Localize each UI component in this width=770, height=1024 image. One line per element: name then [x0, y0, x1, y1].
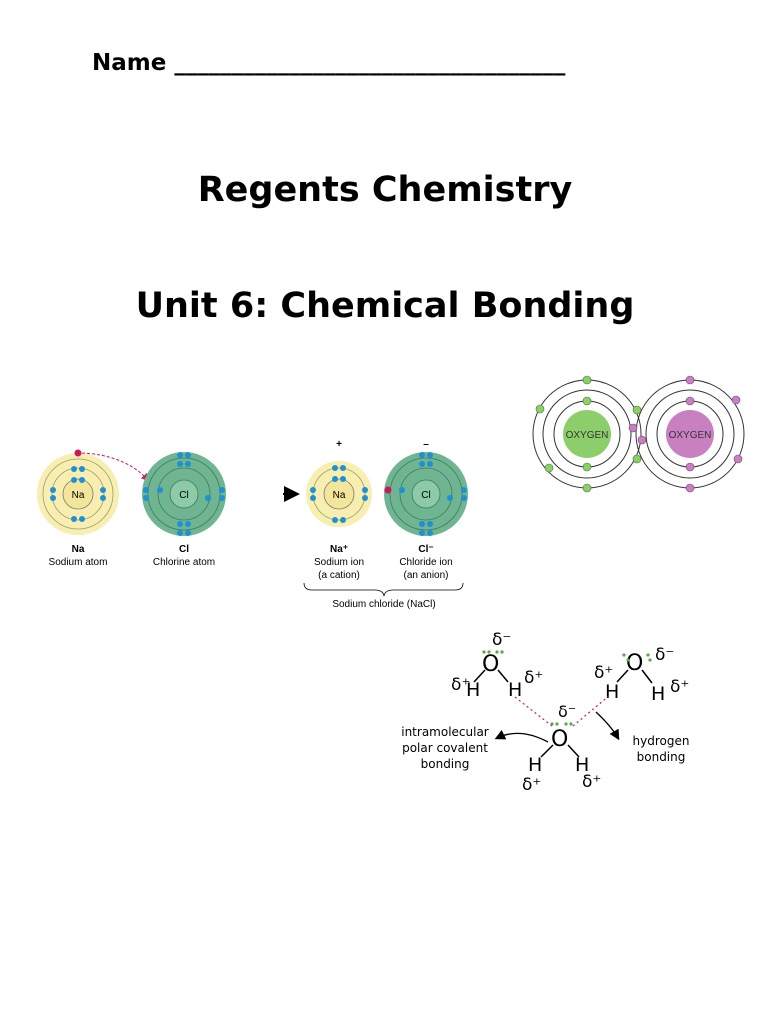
w2-right-hydrogen: H [651, 683, 665, 705]
w2-left-hydrogen: H [605, 681, 619, 703]
name-blank: __________________________________ [174, 50, 566, 76]
sodium-ion-electrons [310, 465, 368, 523]
sodium-ion-name: Na⁺ [330, 544, 348, 555]
chloride-ion-electrons [399, 452, 467, 536]
sodium-atom-name: Na [72, 544, 85, 555]
name-label: Name [92, 50, 167, 76]
sodium-atom-caption: Sodium atom [49, 557, 108, 568]
sodium-symbol: Na [72, 490, 85, 501]
hydrogen-bonding-arrow [595, 711, 620, 741]
w1-left-hydrogen: H [466, 679, 480, 701]
chlorine-electrons [143, 452, 225, 536]
w3-right-hydrogen: H [575, 754, 589, 776]
oxygen-left-electrons [535, 375, 642, 493]
chlorine-atom-name: Cl [179, 544, 189, 555]
compound-brace [303, 582, 464, 597]
w1-left-delta-plus: δ⁺ [451, 675, 470, 695]
chloride-ion-caption: Chloride ion [399, 557, 452, 568]
chloride-ion-name: Cl⁻ [418, 544, 433, 555]
oxygen-right-nucleus [666, 410, 714, 458]
w1-right-hydrogen: H [508, 679, 522, 701]
chlorine-atom-caption: Chlorine atom [153, 557, 215, 568]
w3-left-hydrogen: H [528, 754, 542, 776]
water-hydrogen-bonding-diagram: δ⁻ O δ⁺ H H δ⁺ O δ⁻ δ⁺ H H δ⁺ δ⁻ O H H δ… [401, 630, 689, 795]
w1-right-delta-plus: δ⁺ [524, 668, 543, 688]
w1-delta-minus: δ⁻ [492, 630, 511, 650]
oxygen-right-label: OXYGEN [669, 430, 712, 441]
compound-label: Sodium chloride (NaCl) [332, 599, 435, 610]
oxygen-left-label: OXYGEN [566, 430, 609, 441]
transferred-electron [74, 449, 82, 457]
sodium-chloride-diagram: Na Cl Na Sodium atom Cl Chlorine atom [37, 439, 468, 610]
sodium-ion-caption: Sodium ion [314, 557, 364, 568]
w2-oxygen: O [626, 651, 643, 676]
oxygen-right-electrons [628, 375, 743, 493]
intramolecular-note-line1: intramolecular [401, 725, 489, 739]
w3-delta-minus: δ⁻ [558, 702, 576, 721]
w2-delta-minus: δ⁻ [655, 645, 674, 665]
intramolecular-note-line3: bonding [421, 757, 470, 771]
sodium-ion-type: (a cation) [318, 570, 360, 581]
unit-title: Unit 6: Chemical Bonding [135, 286, 635, 326]
chloride-ion-type: (an anion) [403, 570, 448, 581]
intramolecular-note-line2: polar covalent [402, 741, 488, 755]
oxygen-molecule-diagram: OXYGEN OXYGEN [526, 370, 764, 494]
electron-transfer-arrow [81, 452, 150, 482]
w3-right-delta-plus: δ⁺ [582, 772, 601, 792]
oxygen-left-nucleus [563, 410, 611, 458]
hydrogen-bonding-note-line2: bonding [637, 750, 686, 764]
hydrogen-bond-left [514, 696, 553, 727]
chlorine-symbol: Cl [179, 490, 188, 501]
w2-left-delta-plus: δ⁺ [594, 663, 613, 683]
intramolecular-arrow [494, 729, 549, 743]
hydrogen-bonding-note-line1: hydrogen [633, 734, 690, 748]
w2-right-delta-plus: δ⁺ [670, 677, 689, 697]
gained-electron [384, 486, 392, 494]
w3-left-delta-plus: δ⁺ [522, 775, 541, 795]
name-field: Name __________________________________ [92, 50, 565, 76]
sodium-electrons [50, 466, 106, 522]
chloride-ion-symbol: Cl [421, 490, 430, 501]
hydrogen-bond-right [572, 694, 611, 727]
sodium-ion-symbol: Na [333, 490, 346, 501]
sodium-ion-charge: + [336, 439, 342, 450]
w1-oxygen: O [482, 652, 499, 677]
w3-oxygen: O [551, 727, 568, 752]
chloride-ion-charge: – [423, 439, 429, 450]
course-title: Regents Chemistry [197, 170, 573, 210]
